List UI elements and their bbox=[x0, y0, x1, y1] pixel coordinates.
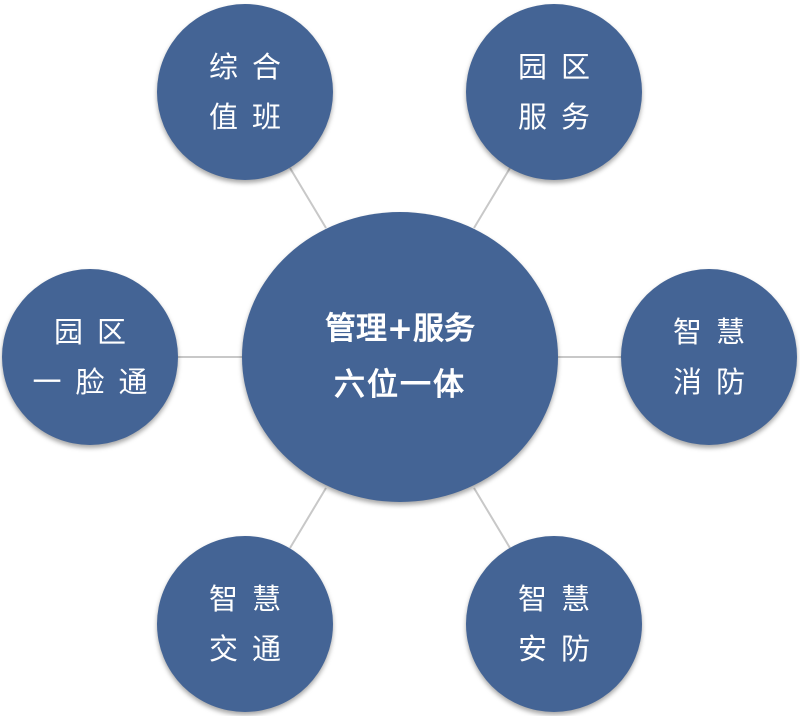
connector-zonghe bbox=[289, 167, 327, 229]
node-zhihui-jiaotong-line1: 智慧 bbox=[208, 582, 295, 616]
node-zhihui-xiaofang: 智慧 消防 bbox=[621, 269, 797, 445]
node-zhihui-xiaofang-line2: 消防 bbox=[672, 365, 759, 399]
connector-zhihui-anfang bbox=[473, 487, 511, 549]
node-zonghe-line2: 值班 bbox=[208, 100, 295, 134]
node-yuanqu-yilian-line2: 一脸通 bbox=[32, 365, 162, 399]
node-zonghe-line1: 综合 bbox=[208, 50, 295, 84]
node-yuanqu-yilian: 园区 一脸通 bbox=[2, 269, 178, 445]
node-zhihui-xiaofang-line1: 智慧 bbox=[672, 315, 759, 349]
node-yuanqu-yilian-line1: 园区 bbox=[53, 315, 140, 349]
center-title-line2: 六位一体 bbox=[334, 367, 466, 403]
node-zhihui-anfang-line1: 智慧 bbox=[517, 582, 604, 616]
center-node: 管理+服务 六位一体 bbox=[242, 212, 558, 502]
connector-yuanqu-fuwu bbox=[473, 167, 511, 229]
node-yuanqu-fuwu-line2: 服务 bbox=[517, 100, 604, 134]
node-zhihui-anfang: 智慧 安防 bbox=[466, 536, 642, 712]
node-zhihui-jiaotong: 智慧 交通 bbox=[157, 536, 333, 712]
node-zhihui-jiaotong-line2: 交通 bbox=[208, 632, 295, 666]
connector-zhihui-jiaotong bbox=[289, 487, 327, 549]
node-zhihui-anfang-line2: 安防 bbox=[517, 632, 604, 666]
node-zonghe-zhiban: 综合 值班 bbox=[157, 4, 333, 180]
node-yuanqu-fuwu: 园区 服务 bbox=[466, 4, 642, 180]
node-yuanqu-fuwu-line1: 园区 bbox=[517, 50, 604, 84]
center-title-line1: 管理+服务 bbox=[325, 311, 475, 347]
